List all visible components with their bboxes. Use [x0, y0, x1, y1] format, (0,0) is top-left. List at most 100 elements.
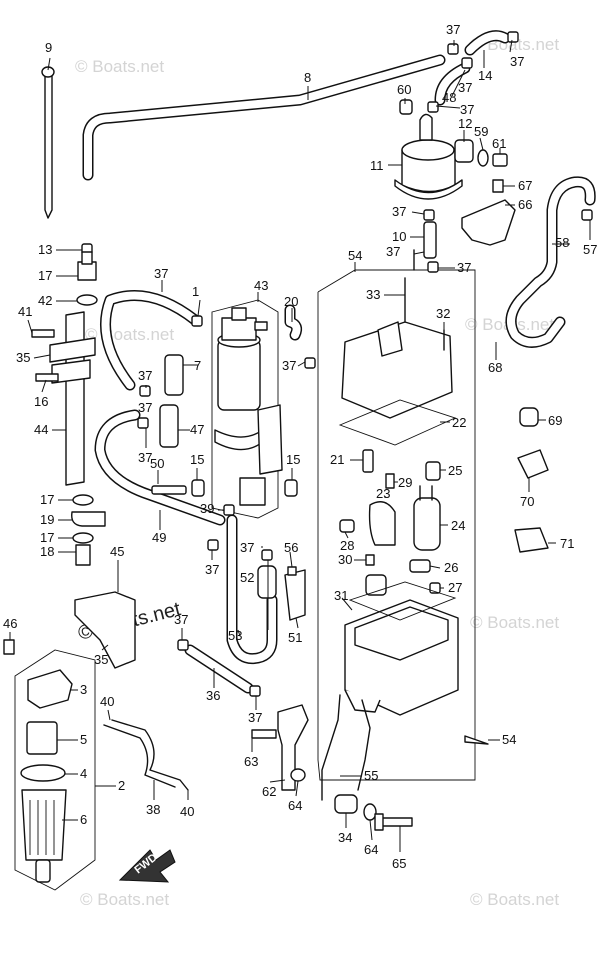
hoses: [82, 30, 596, 694]
grommet-15a: [191, 479, 205, 497]
part-label: 69: [548, 413, 562, 428]
part-labels: 9 8 37 14 37 37 48 60 37 12 59 61 11 67 …: [3, 22, 597, 871]
part-label: 6: [80, 812, 87, 827]
clamp-icon: [304, 357, 316, 369]
watermark: © Boats.net: [470, 613, 559, 632]
part-label: 61: [492, 136, 506, 151]
part-label: 49: [152, 530, 166, 545]
bolt-29: [385, 473, 395, 489]
part-label: 30: [338, 552, 352, 567]
part-label: 57: [583, 242, 597, 257]
part-label: 40: [100, 694, 114, 709]
gasket-separator: [348, 581, 457, 621]
part-label: 68: [488, 360, 502, 375]
part-label: 34: [338, 830, 352, 845]
part-label: 45: [110, 544, 124, 559]
part-label: 60: [397, 82, 411, 97]
clamp-icon: [447, 43, 459, 55]
part-label: 10: [392, 229, 406, 244]
part-label: 51: [288, 630, 302, 645]
part-label: 15: [190, 452, 204, 467]
washer-17c: [72, 532, 94, 544]
part-label: 24: [451, 518, 465, 533]
part-label: 44: [34, 422, 48, 437]
clip-71: [514, 527, 549, 553]
clamp-icon: [207, 539, 219, 551]
part-label: 19: [40, 512, 54, 527]
bracket-23: [368, 501, 396, 546]
hose-clamps: [81, 31, 593, 697]
hose-38: [103, 719, 189, 791]
watermark: © Boats.net: [470, 890, 559, 909]
part-label: 37: [460, 102, 474, 117]
part-label: 46: [3, 616, 17, 631]
part-label: 37: [386, 244, 400, 259]
bracket-51: [284, 566, 306, 621]
part-label: 41: [18, 304, 32, 319]
part-label: 53: [228, 628, 242, 643]
part-label: 37: [248, 710, 262, 725]
part-label: 35: [16, 350, 30, 365]
part-label: 35: [94, 652, 108, 667]
clamp-icon: [423, 209, 435, 221]
bolt-61: [492, 153, 508, 167]
bolt-67: [492, 179, 504, 193]
part-label: 66: [518, 197, 532, 212]
part-label: 33: [366, 287, 380, 302]
part-label: 23: [376, 486, 390, 501]
washer-17b: [72, 494, 94, 506]
grommet-60: [399, 99, 413, 115]
part-label: 37: [446, 22, 460, 37]
fwd-arrow-icon: FWD: [118, 849, 176, 883]
bracket-66: [461, 199, 516, 246]
part-label: 22: [452, 415, 466, 430]
part-label: 37: [154, 266, 168, 281]
part-label: 20: [284, 294, 298, 309]
part-label: 37: [458, 80, 472, 95]
part-label: 12: [458, 116, 472, 131]
filter-cup-6: [21, 789, 67, 883]
clamp-icon: [249, 685, 261, 697]
part-label: 56: [284, 540, 298, 555]
filter-bracket-3: [27, 669, 73, 709]
part-label: 58: [555, 235, 569, 250]
watermark: © Boats.net: [75, 57, 164, 76]
part-label: 16: [34, 394, 48, 409]
part-label: 37: [138, 400, 152, 415]
float-valve: [365, 574, 387, 596]
collar-64b: [363, 803, 377, 821]
part-label: 37: [138, 368, 152, 383]
clamp-icon: [191, 315, 203, 327]
bracket-45: [74, 591, 136, 669]
part-label: 8: [304, 70, 311, 85]
part-label: 11: [370, 158, 384, 173]
clamp-icon: [261, 549, 273, 561]
grommet-64a: [290, 768, 306, 782]
part-label: 65: [392, 856, 406, 871]
part-label: 48: [442, 90, 456, 105]
part-label: 62: [262, 784, 276, 799]
bolt-30: [365, 554, 375, 566]
part-label: 37: [205, 562, 219, 577]
filter-28: [339, 519, 355, 533]
part-label: 21: [330, 452, 344, 467]
pipe-7: [164, 354, 184, 396]
part-label: 63: [244, 754, 258, 769]
part-label: 29: [398, 475, 412, 490]
part-label: 43: [254, 278, 268, 293]
bolt-18: [75, 544, 91, 566]
clamp-icon: [581, 209, 593, 221]
part-label: 14: [478, 68, 492, 83]
clamp-icon: [461, 57, 473, 69]
screw-54b: [464, 735, 489, 745]
part-label: 17: [40, 492, 54, 507]
bolt-65: [374, 813, 413, 831]
part-label: 59: [474, 124, 488, 139]
part-label: 37: [240, 540, 254, 555]
check-valve-52: [257, 565, 277, 599]
cable-tie-9: [41, 66, 55, 219]
part-label: 64: [364, 842, 378, 857]
pressure-regulator-25: [425, 461, 441, 481]
vapor-separator-cover: [341, 321, 453, 419]
